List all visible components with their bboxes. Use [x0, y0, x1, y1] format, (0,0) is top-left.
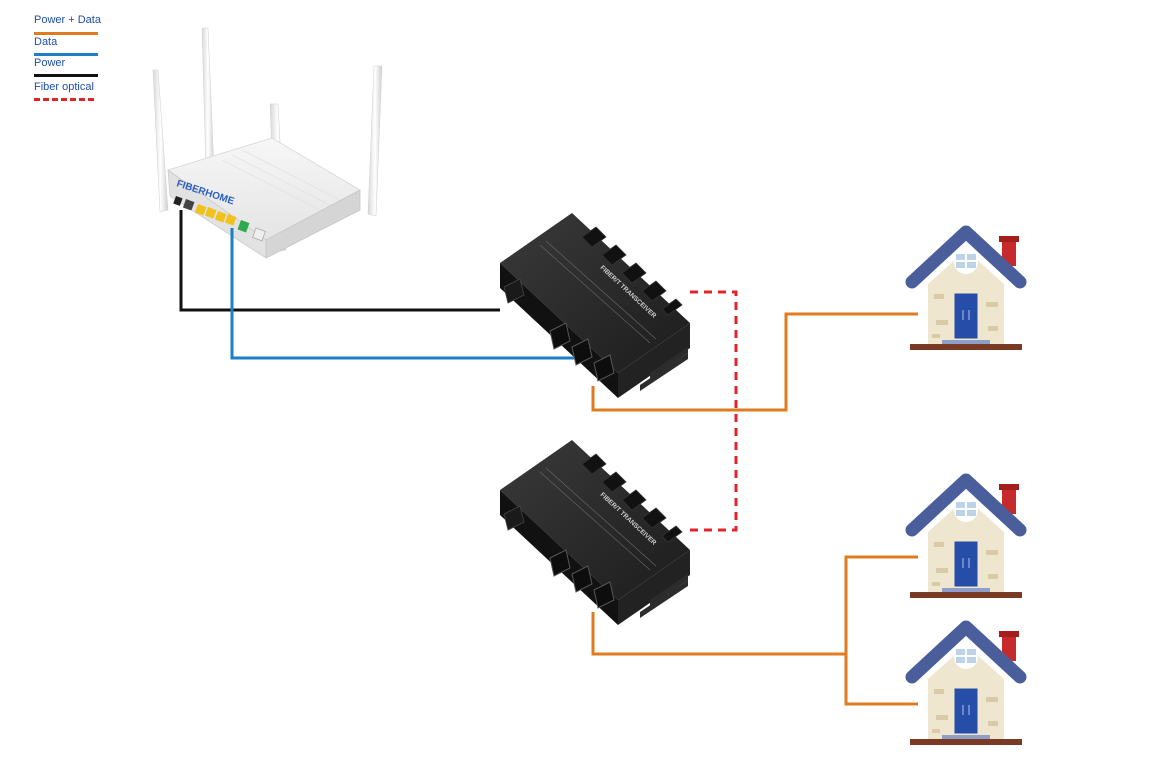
- legend-label-power-data: Power + Data: [34, 14, 101, 26]
- house-1: [910, 232, 1022, 350]
- data-line: [230, 228, 576, 360]
- fiber-transceiver-1: FIBER/T TRANSCEIVER: [499, 212, 691, 399]
- legend-swatch-power: [34, 74, 98, 77]
- legend-swatch-power-data: [34, 32, 98, 35]
- house-3: [910, 627, 1022, 745]
- power-data-line-1: [591, 312, 918, 412]
- legend-label-power: Power: [34, 57, 66, 69]
- house-2: [910, 480, 1022, 598]
- legend-swatch-fiber-optical: [34, 98, 94, 101]
- fiber-transceiver-2: FIBER/T TRANSCEIVER: [499, 439, 691, 626]
- router: FIBERHOME: [152, 27, 383, 259]
- power-data-line-2: [591, 612, 846, 656]
- power-line: [179, 210, 500, 312]
- legend-label-fiber-optical: Fiber optical: [34, 81, 94, 93]
- connection-lines: [179, 210, 918, 706]
- router-ports: [173, 196, 266, 242]
- legend: Power + Data Data Power Fiber optical: [30, 10, 150, 110]
- legend-swatch-data: [34, 53, 98, 56]
- legend-label-data: Data: [34, 36, 58, 48]
- power-data-branch-upper: [844, 555, 918, 706]
